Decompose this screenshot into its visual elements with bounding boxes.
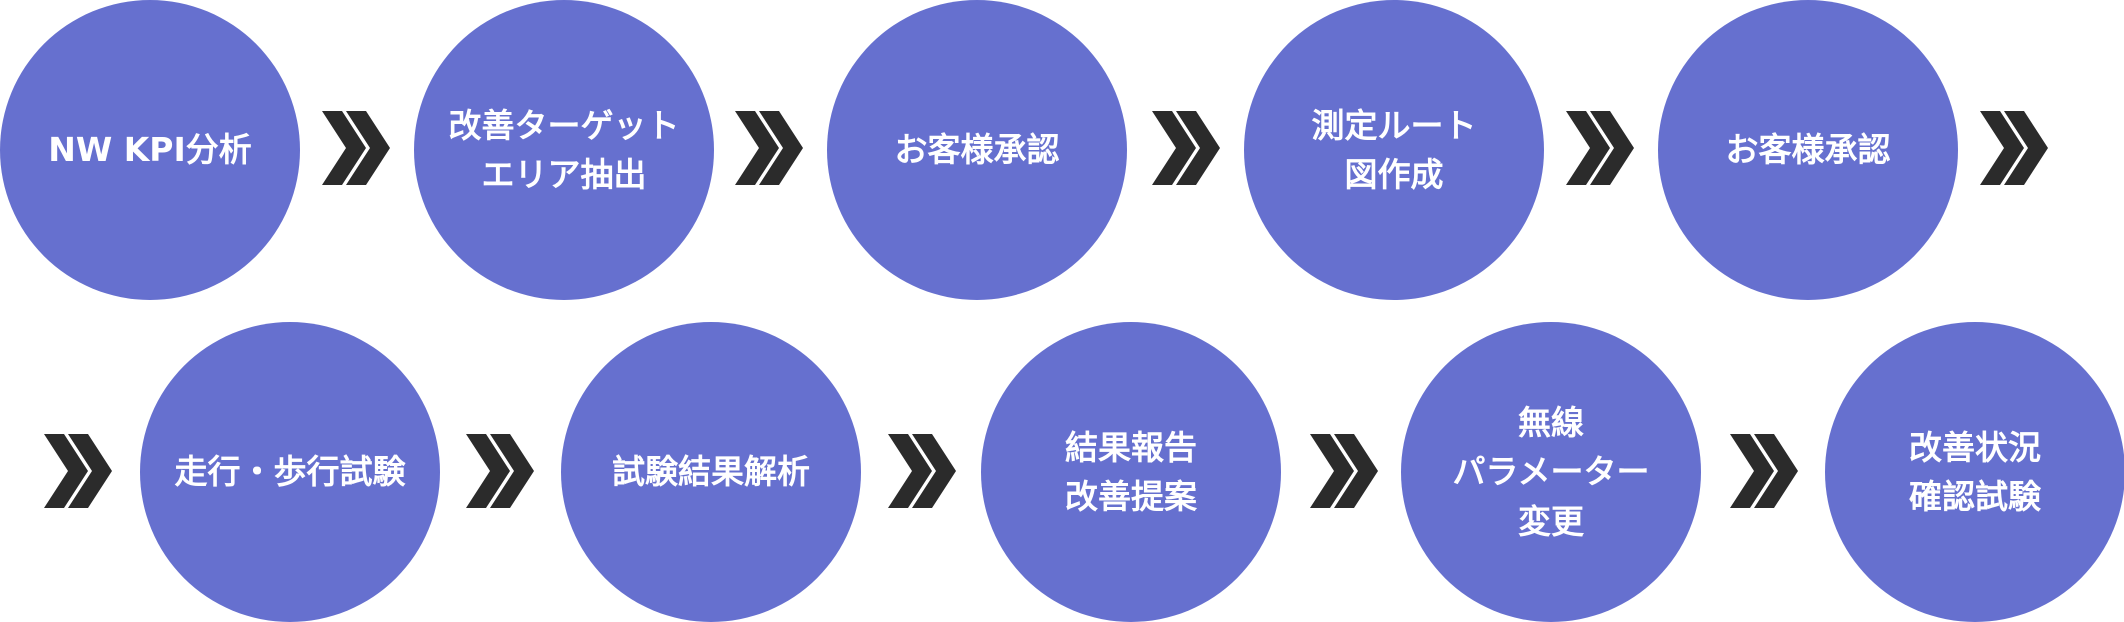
double-chevron-right-icon: [1310, 434, 1378, 508]
flow-step-label: お客様承認: [1725, 130, 1891, 170]
flow-step-target-area-extraction: 改善ターゲット エリア抽出: [414, 0, 714, 300]
flow-step-label: 改善ターゲット エリア抽出: [448, 105, 680, 195]
flow-step-radio-parameter-change: 無線 パラメーター 変更: [1401, 322, 1701, 622]
double-chevron-right-icon: [322, 111, 390, 185]
flow-step-label: 測定ルート 図作成: [1311, 105, 1477, 195]
double-chevron-right-icon: [1152, 111, 1220, 185]
flow-step-report-and-proposal: 結果報告 改善提案: [981, 322, 1281, 622]
flow-step-customer-approval-2: お客様承認: [1658, 0, 1958, 300]
double-chevron-right-icon: [1730, 434, 1798, 508]
flow-step-label: 試験結果解析: [612, 452, 810, 492]
flow-step-label: 走行・歩行試験: [174, 452, 406, 492]
flow-step-test-result-analysis: 試験結果解析: [561, 322, 861, 622]
double-chevron-right-icon: [1980, 111, 2048, 185]
flow-step-nw-kpi-analysis: NW KPI分析: [0, 0, 300, 300]
flow-step-drive-walk-test: 走行・歩行試験: [140, 322, 440, 622]
flow-step-route-map-creation: 測定ルート 図作成: [1244, 0, 1544, 300]
flow-step-label: 無線 パラメーター 変更: [1452, 402, 1650, 541]
flow-step-customer-approval-1: お客様承認: [827, 0, 1127, 300]
double-chevron-right-icon: [44, 434, 112, 508]
double-chevron-right-icon: [735, 111, 803, 185]
double-chevron-right-icon: [466, 434, 534, 508]
flow-step-improvement-verification-test: 改善状況 確認試験: [1825, 322, 2124, 622]
double-chevron-right-icon: [1566, 111, 1634, 185]
double-chevron-right-icon: [888, 434, 956, 508]
flow-step-label: 結果報告 改善提案: [1065, 427, 1197, 517]
flow-step-label: NW KPI分析: [48, 130, 252, 170]
flow-step-label: 改善状況 確認試験: [1909, 427, 2041, 517]
flow-step-label: お客様承認: [894, 130, 1060, 170]
